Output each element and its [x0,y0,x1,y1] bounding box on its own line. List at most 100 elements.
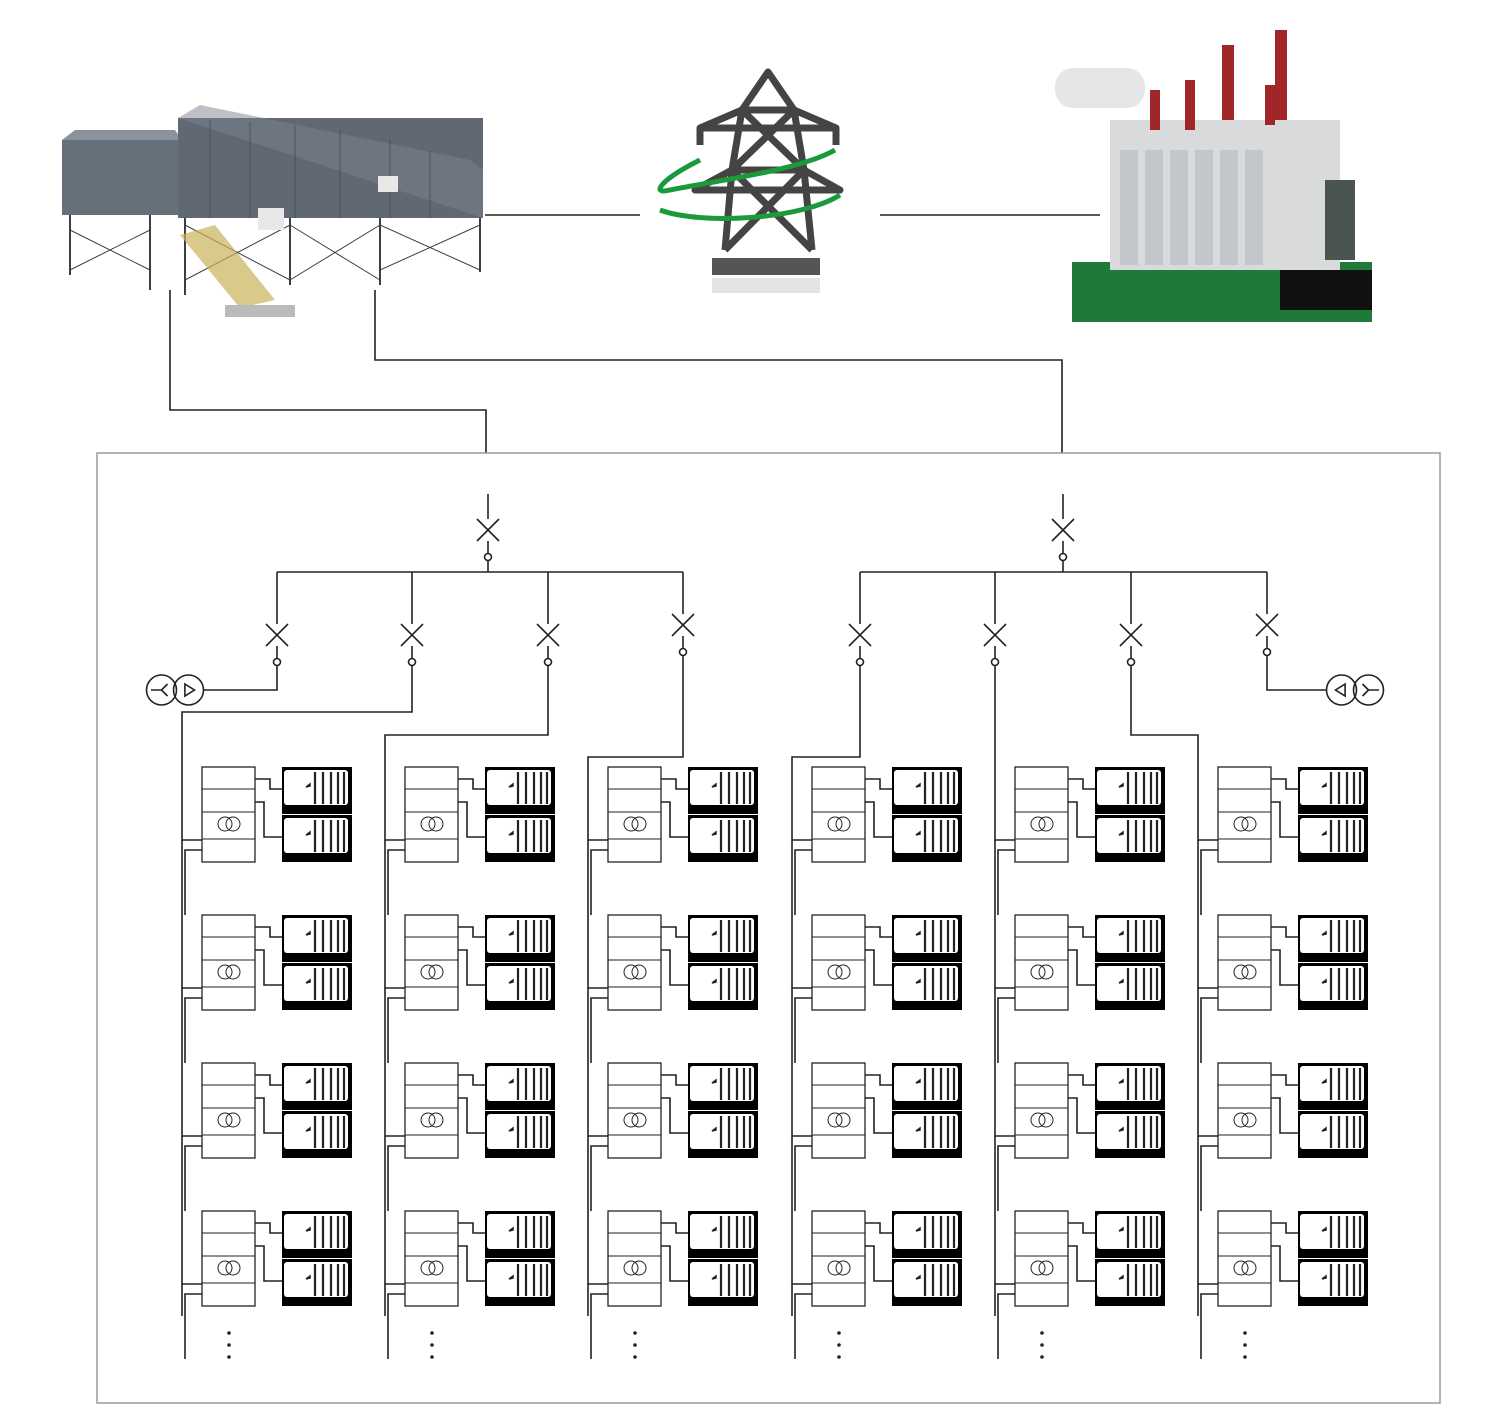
battery-cabinet-icon [1095,1063,1165,1110]
circuit-breaker-icon [848,623,872,667]
column-cable [791,1063,812,1211]
transformer-symbol-icon [145,674,205,706]
transformer-symbol-icon [827,1112,851,1128]
battery-cabinet-icon [688,963,758,1010]
transformer-symbol-icon [1233,1112,1257,1128]
dc-cable [255,778,282,838]
dc-cable [865,926,892,986]
column-cable [587,1063,608,1211]
battery-cabinet-icon [688,1211,758,1258]
circuit-breaker-icon [671,613,695,657]
storage-column [1014,766,1165,1359]
storage-column [1217,766,1368,1359]
power-conversion-unit-icon [404,914,459,1011]
transformer-symbol-icon [1030,1112,1054,1128]
dc-cable [1068,1222,1095,1282]
column-cable [181,767,202,915]
dc-cable [1271,1222,1298,1282]
continuation-dots [227,1331,231,1359]
dc-cable [1068,926,1095,986]
power-conversion-unit-icon [201,1210,256,1307]
storage-unit [1014,1210,1165,1307]
dc-cable [255,926,282,986]
battery-cabinet-icon [485,1259,555,1306]
battery-cabinet-icon [1095,815,1165,862]
storage-unit [811,1062,962,1159]
transformer-symbol-icon [1325,674,1385,706]
battery-cabinet-icon [892,1063,962,1110]
power-conversion-unit-icon [1014,766,1069,863]
battery-cabinet-icon [1298,815,1368,862]
transformer-symbol-icon [420,1260,444,1276]
transformer-symbol-icon [623,964,647,980]
dc-cable [865,1074,892,1134]
storage-unit [1014,1062,1165,1159]
column-cable [384,1063,405,1211]
column-cable [994,1063,1015,1211]
power-conversion-unit-icon [1217,766,1272,863]
circuit-breaker-icon [476,518,500,562]
power-conversion-unit-icon [201,766,256,863]
circuit-breaker-icon [400,623,424,667]
branch-line [1130,666,1199,767]
battery-cabinet-icon [485,767,555,814]
column-cable [994,915,1015,1063]
battery-cabinet-icon [282,1259,352,1306]
power-conversion-unit-icon [811,766,866,863]
column-cable [1197,1063,1218,1211]
transformer-symbol-icon [1030,816,1054,832]
storage-unit [607,766,758,863]
dc-cable [255,1222,282,1282]
symbols [145,518,1385,1359]
battery-cabinet-icon [282,1111,352,1158]
power-conversion-unit-icon [404,766,459,863]
power-conversion-unit-icon [404,1210,459,1307]
continuation-dots [1243,1331,1247,1359]
storage-column [404,766,555,1359]
dc-cable [661,926,688,986]
battery-cabinet-icon [892,1259,962,1306]
column-cable [587,767,608,915]
continuation-dots [1040,1331,1044,1359]
storage-unit [1014,766,1165,863]
dc-cable [1068,778,1095,838]
dc-cable [1271,926,1298,986]
storage-unit [811,1210,962,1307]
battery-cabinet-icon [485,963,555,1010]
transformer-symbol-icon [827,1260,851,1276]
branch-line [1266,656,1326,691]
battery-cabinet-icon [1298,1211,1368,1258]
continuation-dots [633,1331,637,1359]
power-conversion-unit-icon [811,1062,866,1159]
dc-cable [458,1074,485,1134]
transformer-symbol-icon [217,1260,241,1276]
power-conversion-unit-icon [811,1210,866,1307]
circuit-breaker-icon [1051,518,1075,562]
branch-line [181,666,413,767]
transformer-symbol-icon [217,1112,241,1128]
column-cable [994,767,1015,915]
battery-cabinet-icon [282,1063,352,1110]
transformer-symbol-icon [1233,1260,1257,1276]
circuit-breaker-icon [983,623,1007,667]
dc-cable [661,778,688,838]
power-conversion-unit-icon [201,914,256,1011]
battery-cabinet-icon [1298,915,1368,962]
column-cable [181,1063,202,1211]
power-conversion-unit-icon [811,914,866,1011]
storage-plant-frame [96,452,1441,1404]
column-cable [587,1211,608,1359]
continuation-dots [430,1331,434,1359]
column-cable [1197,1211,1218,1359]
prefab-substation-photo-icon [62,105,483,317]
storage-unit [607,914,758,1011]
column-cable [587,915,608,1063]
dc-cable [458,778,485,838]
power-conversion-unit-icon [1014,914,1069,1011]
storage-unit [404,766,555,863]
battery-cabinet-icon [892,915,962,962]
dc-cable [1271,778,1298,838]
battery-cabinet-icon [1298,1111,1368,1158]
transformer-symbol-icon [1233,816,1257,832]
transformer-symbol-icon [1030,1260,1054,1276]
